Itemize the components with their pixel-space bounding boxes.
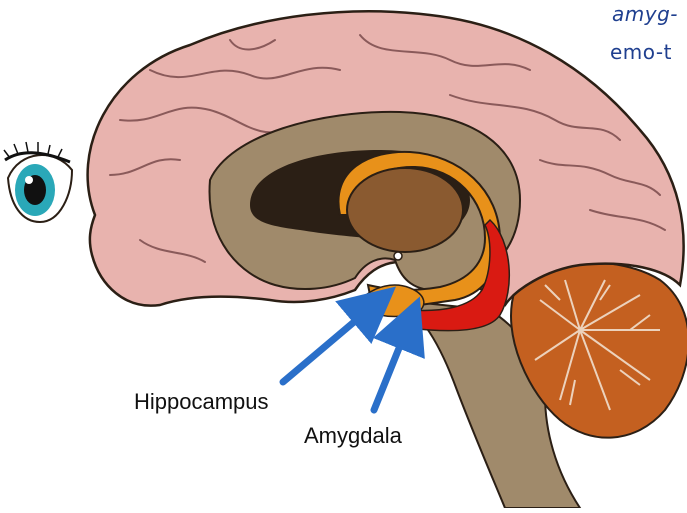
arrow-amygdala	[374, 316, 412, 410]
label-amygdala: Amygdala	[304, 423, 402, 449]
label-hippocampus: Hippocampus	[134, 389, 269, 415]
thalamus	[347, 168, 463, 252]
arrow-hippocampus	[283, 300, 380, 382]
corner-text-line2: emo-t	[610, 40, 672, 64]
corner-text-line1: amyg-	[612, 2, 678, 26]
pineal-dot	[394, 252, 402, 260]
eye-icon	[4, 142, 72, 222]
